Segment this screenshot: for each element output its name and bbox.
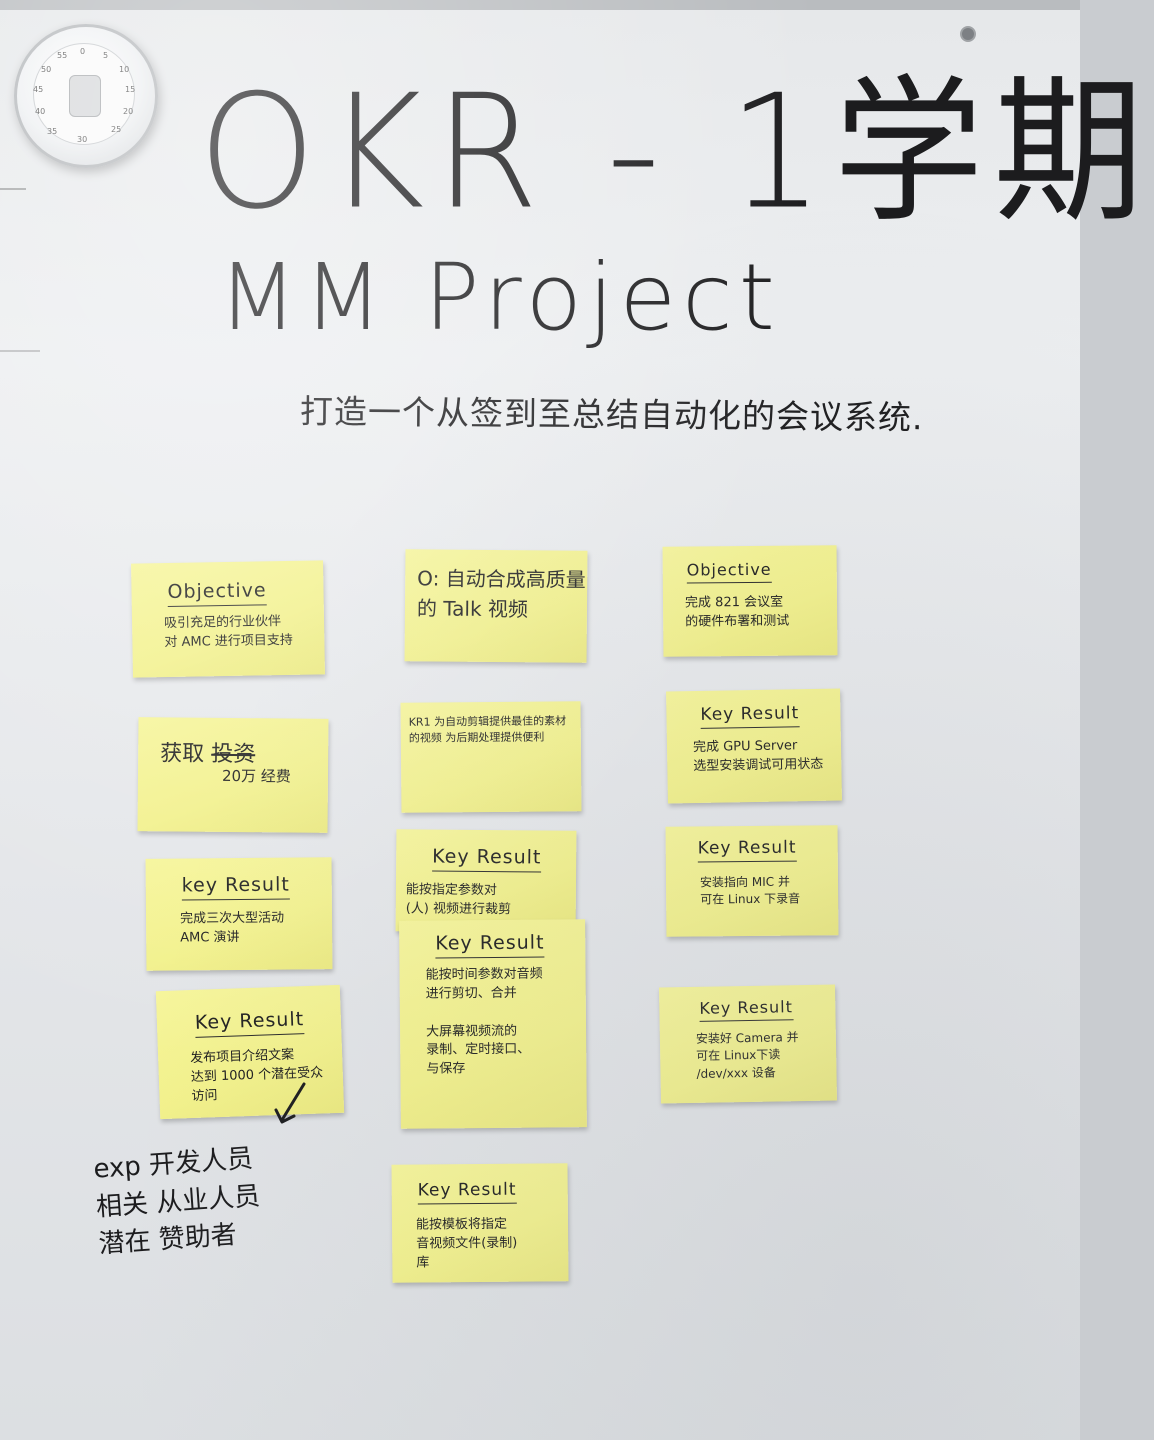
note-text: 吸引充足的行业伙伴 对 AMC 进行项目支持 xyxy=(163,614,293,650)
screw-icon xyxy=(960,26,976,42)
note-text: 完成三次大型活动 AMC 演讲 xyxy=(179,910,285,946)
timer-number: 15 xyxy=(125,85,136,94)
arrow-icon xyxy=(274,1082,306,1124)
sticky-note: Key Result 能按时间参数对音频 进行剪切、合并 大屏幕视频流的 录制、… xyxy=(399,919,587,1129)
board-title: OKR - 1学期 xyxy=(198,61,1154,245)
timer-icon: 0 5 10 15 20 25 30 35 40 45 50 55 xyxy=(14,24,158,168)
note-text: 20万 经费 xyxy=(221,766,291,786)
timer-number: 0 xyxy=(80,47,86,56)
note-text: O: 自动合成高质量 的 Talk 视频 xyxy=(416,566,586,622)
note-heading: Objective xyxy=(167,579,267,608)
timer-number: 5 xyxy=(103,51,109,60)
timer-number: 40 xyxy=(35,107,46,116)
note-text: 安装指向 MIC 并 可在 Linux 下录音 xyxy=(699,874,801,907)
note-heading: Key Result xyxy=(435,931,545,959)
note-text: 完成 821 会议室 的硬件布署和测试 xyxy=(684,594,790,630)
board-mark xyxy=(0,188,26,190)
timer-number: 55 xyxy=(57,51,68,60)
note-heading: Objective xyxy=(686,559,772,584)
timer-number: 50 xyxy=(41,65,52,74)
note-heading: Key Result xyxy=(699,997,794,1022)
board-mark xyxy=(0,350,40,352)
sticky-note: Objective 完成 821 会议室 的硬件布署和测试 xyxy=(662,545,838,657)
note-text: 安装好 Camera 并 可在 Linux下读 /dev/xxx 设备 xyxy=(695,1030,799,1081)
note-text: 完成 GPU Server 选型安装调试可用状态 xyxy=(692,738,824,774)
sticky-note: Key Result 安装指向 MIC 并 可在 Linux 下录音 xyxy=(665,825,839,937)
note-heading: Key Result xyxy=(194,1008,305,1038)
handwritten-annotation: exp 开发人员 相关 从业人员 潜在 赞助者 xyxy=(92,1143,262,1260)
timer-number: 10 xyxy=(119,65,130,74)
struck-text: 投资 xyxy=(211,741,256,768)
note-heading: Key Result xyxy=(697,837,797,863)
sticky-note: KR1 为自动剪辑提供最佳的素材 的视频 为后期处理提供便利 xyxy=(400,701,582,813)
note-heading: 获取 xyxy=(160,741,205,767)
timer-number: 20 xyxy=(123,107,134,116)
timer-number: 45 xyxy=(33,85,44,94)
timer-knob xyxy=(69,75,101,117)
timer-number: 25 xyxy=(111,125,122,134)
sticky-note: Key Result 发布项目介绍文案 达到 1000 个潜在受众 访问 xyxy=(155,984,345,1120)
timer-number: 35 xyxy=(47,127,58,136)
sticky-note: 获取 投资 20万 经费 xyxy=(137,717,329,833)
note-heading: Key Result xyxy=(700,703,800,729)
note-text: 能按时间参数对音频 进行剪切、合并 大屏幕视频流的 录制、定时接口、 与保存 xyxy=(425,966,543,1077)
note-text: 能按模板将指定 音视频文件(录制) 库 xyxy=(415,1216,518,1271)
whiteboard-frame xyxy=(0,0,1080,10)
sticky-note: Key Result 安装好 Camera 并 可在 Linux下读 /dev/… xyxy=(659,984,837,1104)
timer-number: 30 xyxy=(77,135,88,144)
note-heading: Key Result xyxy=(417,1179,517,1205)
sticky-note: O: 自动合成高质量 的 Talk 视频 xyxy=(404,549,588,663)
board-subtitle: MM Project xyxy=(218,244,781,351)
note-heading: key Result xyxy=(181,873,290,901)
sticky-note: Key Result 完成 GPU Server 选型安装调试可用状态 xyxy=(666,688,842,804)
note-heading: Key Result xyxy=(432,845,542,873)
sticky-note: Key Result 能按模板将指定 音视频文件(录制) 库 xyxy=(391,1163,569,1283)
note-text: KR1 为自动剪辑提供最佳的素材 的视频 为后期处理提供便利 xyxy=(408,714,567,745)
sticky-note: Objective 吸引充足的行业伙伴 对 AMC 进行项目支持 xyxy=(131,560,325,678)
board-goal: 打造一个从签到至总结自动化的会议系统. xyxy=(299,391,924,438)
note-text: 能按指定参数对 (人) 视频进行裁剪 xyxy=(405,882,512,918)
sticky-note: Key Result 能按指定参数对 (人) 视频进行裁剪 xyxy=(395,829,577,933)
sticky-note: key Result 完成三次大型活动 AMC 演讲 xyxy=(145,857,333,971)
